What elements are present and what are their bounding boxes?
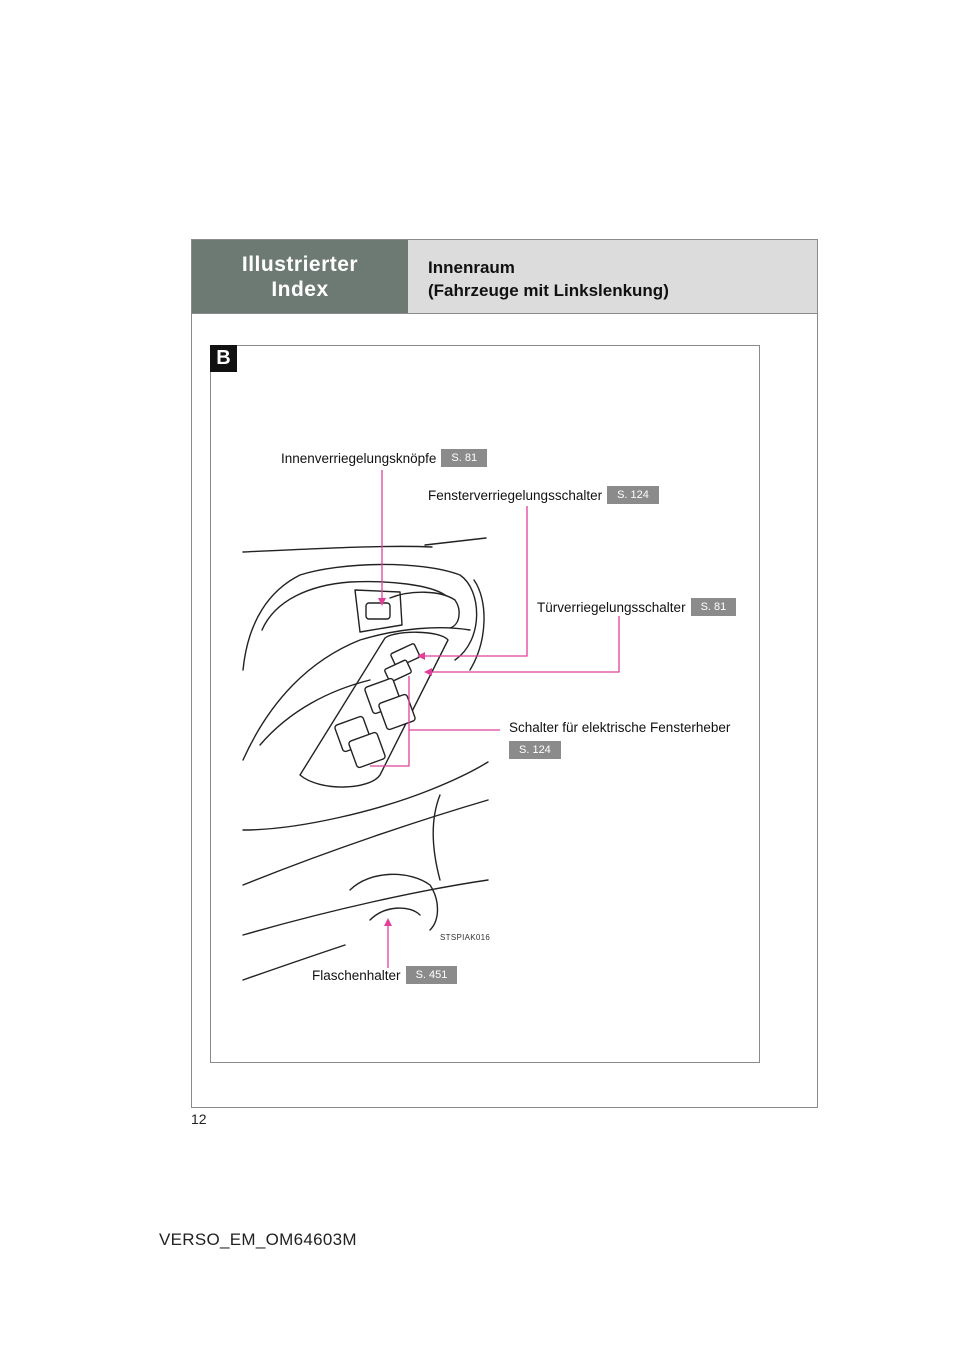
window-lock-switch-icon: [390, 643, 421, 668]
page-title-line2: (Fahrzeuge mit Linkslenkung): [428, 281, 669, 300]
callout-arrow-icon: [378, 598, 386, 606]
door-handle-outer: [242, 563, 478, 671]
callout-line-door-lock: [432, 616, 620, 673]
callout-bottle-holder-page[interactable]: S. 451: [405, 966, 458, 984]
document-code: VERSO_EM_OM64603M: [159, 1230, 357, 1249]
bottle-holder: [349, 873, 439, 931]
callout-arrow-icon-2: [417, 652, 425, 660]
switch-panel-outline: [299, 631, 449, 788]
door-pocket-bottom: [242, 879, 489, 936]
callout-arrow-icon-3: [424, 668, 432, 676]
lock-knob-recess: [354, 589, 403, 633]
window-edge-line-2: [424, 537, 487, 546]
section-title-box: Illustrierter Index: [192, 240, 408, 313]
callout-door-lock-label: Türverriegelungsschalter: [537, 599, 686, 615]
callout-window-switches-label: Schalter für elektrische Fensterheber: [509, 720, 731, 735]
door-edge-right: [469, 579, 485, 671]
callout-window-switches-page[interactable]: S. 124: [509, 741, 561, 759]
callout-window-lock-label: Fensterverriegelungsschalter: [428, 487, 603, 503]
section-badge: B: [210, 345, 237, 372]
page-title-line1: Innenraum: [428, 258, 515, 277]
callout-window-switches: Schalter für elektrische Fensterheber: [509, 720, 730, 735]
door-handle-inner: [261, 580, 446, 631]
callout-window-lock-page[interactable]: S. 124: [607, 486, 659, 504]
callout-lock-knobs-label: Innenverriegelungsknöpfe: [281, 450, 437, 466]
callout-door-lock: Türverriegelungsschalter S. 81: [537, 598, 737, 616]
door-lower-edge: [242, 944, 346, 981]
door-lock-switch-icon: [384, 659, 412, 683]
window-switch-icon-4: [348, 731, 386, 769]
callout-arrow-icon-4: [384, 918, 392, 926]
page-title: Innenraum (Fahrzeuge mit Linkslenkung): [428, 256, 669, 302]
door-pocket-side: [432, 794, 441, 881]
section-title-line2: Index: [271, 277, 329, 301]
page-number: 12: [191, 1111, 207, 1127]
door-pocket-edge: [242, 799, 489, 886]
callout-bottle-holder-label: Flaschenhalter: [312, 967, 401, 983]
callout-bottle-holder: Flaschenhalter S. 451: [312, 966, 458, 984]
lock-knob-icon: [365, 602, 391, 620]
callout-lock-knobs: Innenverriegelungsknöpfe S. 81: [281, 449, 488, 467]
callout-door-lock-page[interactable]: S. 81: [690, 598, 737, 616]
callout-window-lock: Fensterverriegelungsschalter S. 124: [428, 486, 659, 504]
page-header: Illustrierter Index Innenraum (Fahrzeuge…: [192, 240, 817, 314]
callout-line-window-switches: [370, 676, 410, 767]
bottle-holder-inner: [369, 907, 421, 921]
section-title-line1: Illustrierter: [241, 252, 359, 276]
callout-line-window-lock: [425, 506, 528, 657]
image-code: STSPIAK016: [440, 933, 491, 942]
callout-lock-knobs-page[interactable]: S. 81: [441, 449, 488, 467]
handle-grip: [389, 591, 460, 629]
armrest-top: [242, 627, 471, 761]
window-edge-line: [242, 545, 433, 553]
door-bottom-curve: [242, 761, 489, 831]
window-switch-icon-2: [378, 693, 416, 731]
